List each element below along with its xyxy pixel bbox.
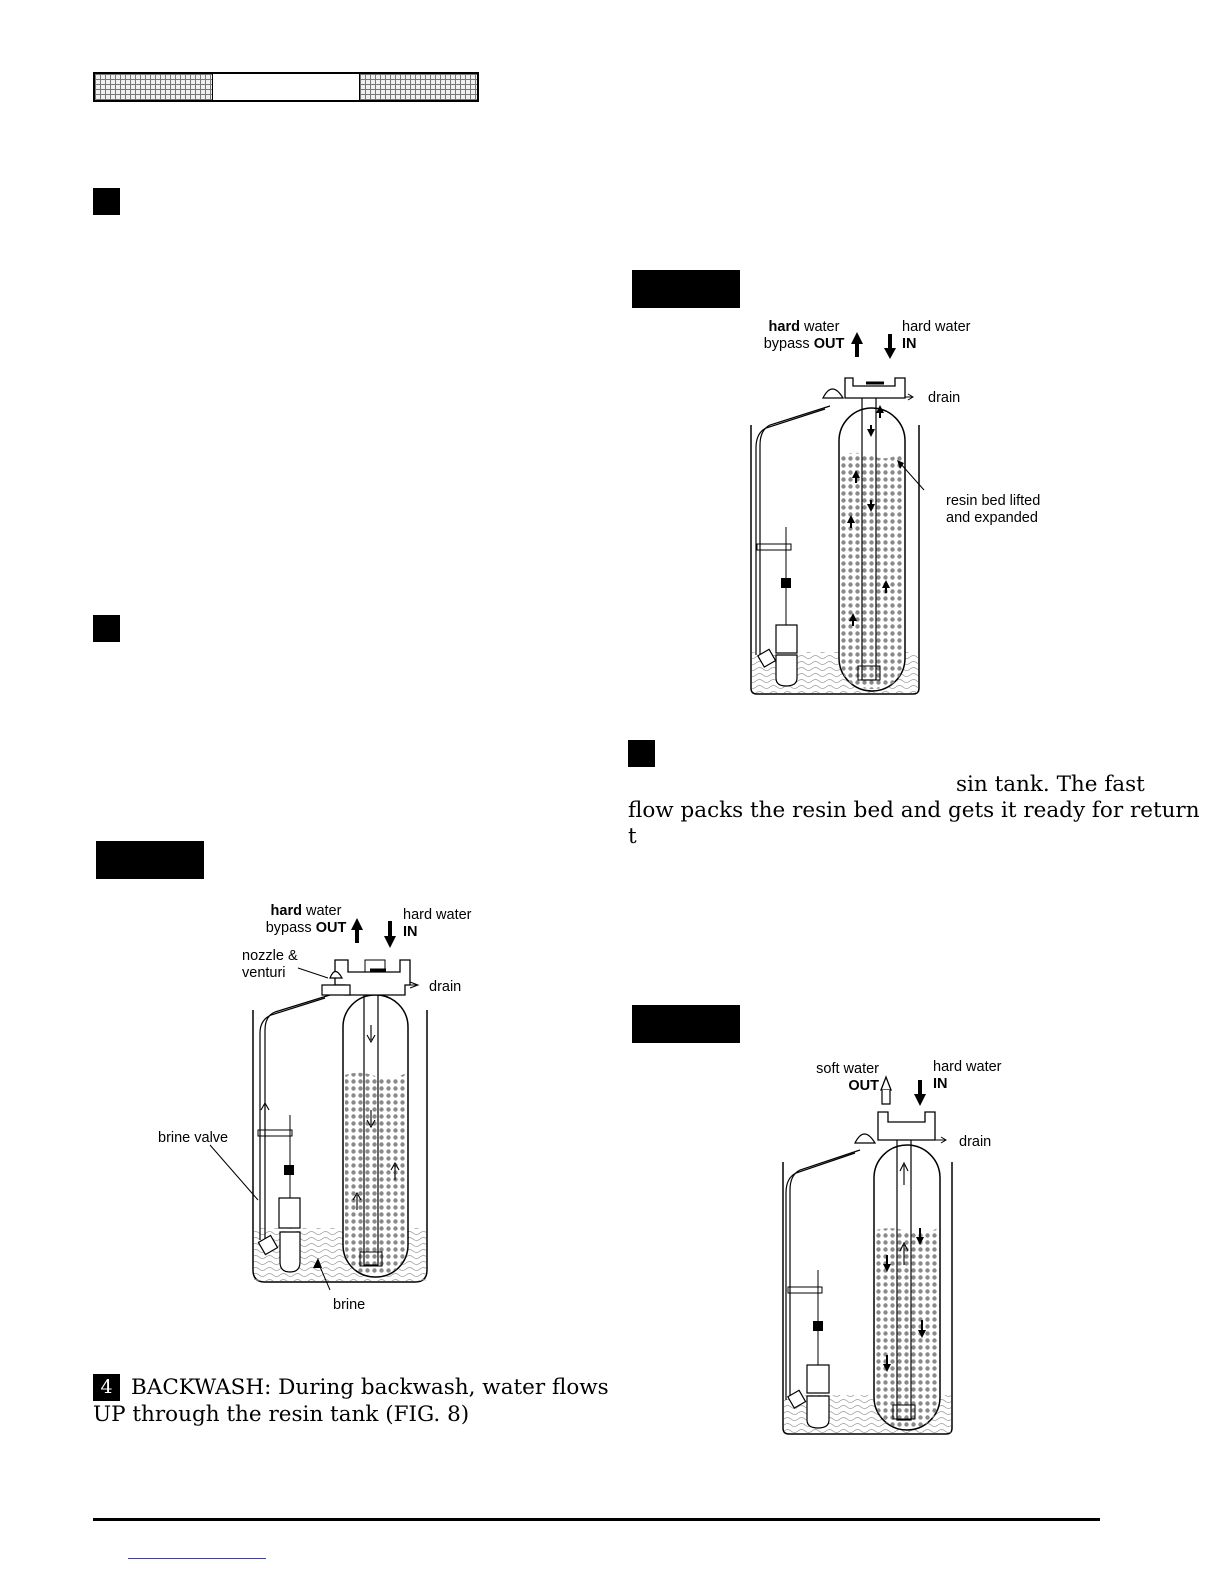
brine-drain-label: drain [429,979,462,995]
step5-text-line3: t [628,824,637,849]
backwash-hard-water-in-label: hard water IN [902,319,971,352]
service-flow-arrows [880,1075,926,1106]
figure-label-brine [96,841,204,879]
header-hatch-left [95,74,212,100]
header-blank-panel [212,74,360,100]
resin-bed-label: resin bed lifted and expanded [946,493,1041,526]
step5-text-line2: flow packs the resin bed and gets it rea… [628,798,1200,823]
header-banner [93,72,479,102]
step4-text-line1: BACKWASH: During backwash, water flows [131,1375,609,1400]
footer-link-underline[interactable] [128,1558,266,1559]
backwash-diagram [750,377,925,695]
footer-rule [93,1518,1100,1521]
step-number-4: 4 [93,1374,120,1401]
brine-draw-diagram [209,918,428,1291]
soft-water-out-label: soft water OUT [816,1061,879,1094]
brine-hard-water-in-label: hard water IN [403,907,472,940]
nozzle-venturi-label: nozzle & venturi [242,948,298,981]
service-diagram [782,1111,953,1435]
figure-label-service [632,1005,740,1043]
step-marker-1 [93,188,120,215]
brine-label: brine [333,1297,366,1313]
brine-valve-label: brine valve [158,1130,229,1146]
header-hatch-right [360,74,477,100]
step5-text-line1: sin tank. The fast [956,772,1145,797]
backwash-bypass-out-label: hard water bypass OUT [763,319,845,352]
step-marker-5 [628,740,655,767]
step-marker-2 [93,615,120,642]
service-drain-label: drain [959,1134,992,1150]
step4-text-line2: UP through the resin tank (FIG. 8) [93,1402,470,1427]
figure-label-backwash [632,270,740,308]
brine-bypass-out-label: hard water bypass OUT [265,903,347,936]
backwash-drain-label: drain [928,390,961,406]
backwash-flow-arrows [851,332,896,359]
service-hard-water-in-label: hard water IN [933,1059,1002,1092]
